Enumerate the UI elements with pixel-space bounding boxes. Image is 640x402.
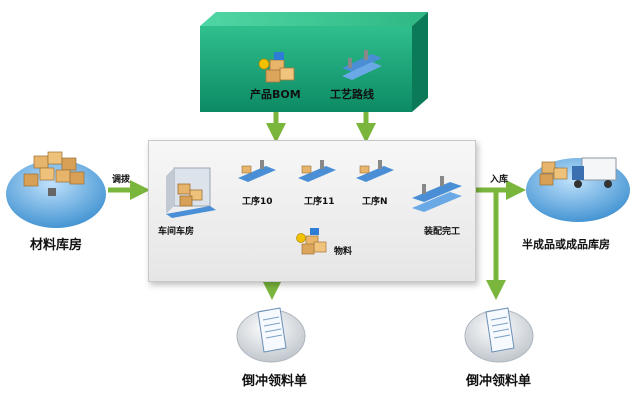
transfer-label: 调拨 <box>112 175 131 185</box>
material-icon <box>296 228 327 255</box>
material-warehouse-label: 材料库房 <box>30 238 83 253</box>
material-label: 物料 <box>334 247 353 257</box>
workshop-warehouse-icon <box>166 167 216 218</box>
product-warehouse-label: 半成品或成品库房 <box>522 238 610 251</box>
backflush-left-icon <box>236 307 306 363</box>
operation-10-label: 工序10 <box>242 197 273 207</box>
workshop-warehouse-label: 车间车房 <box>158 227 195 237</box>
bom-box-shape <box>200 12 428 112</box>
operation-n-icon <box>356 160 394 182</box>
backflush-left-label: 倒冲领料单 <box>242 374 308 389</box>
backflush-right-icon <box>464 307 534 363</box>
backflush-right-label: 倒冲领料单 <box>466 374 532 389</box>
operation-11-label: 工序11 <box>304 197 335 207</box>
routing-label: 工艺路线 <box>330 88 374 101</box>
inbound-label: 入库 <box>490 175 509 185</box>
operation-10-icon <box>238 160 276 182</box>
product-warehouse-icon <box>526 157 630 222</box>
bom-routing-box: 产品BOM 工艺路线 <box>198 10 430 114</box>
assembly-done-label: 装配完工 <box>424 227 461 237</box>
assembly-line-icon <box>412 176 462 212</box>
product-bom-icon <box>258 52 295 83</box>
material-warehouse-icon <box>6 151 106 228</box>
operation-11-icon <box>298 160 336 182</box>
routing-icon <box>342 50 382 80</box>
product-bom-label: 产品BOM <box>250 88 301 101</box>
operation-n-label: 工序N <box>362 197 388 207</box>
